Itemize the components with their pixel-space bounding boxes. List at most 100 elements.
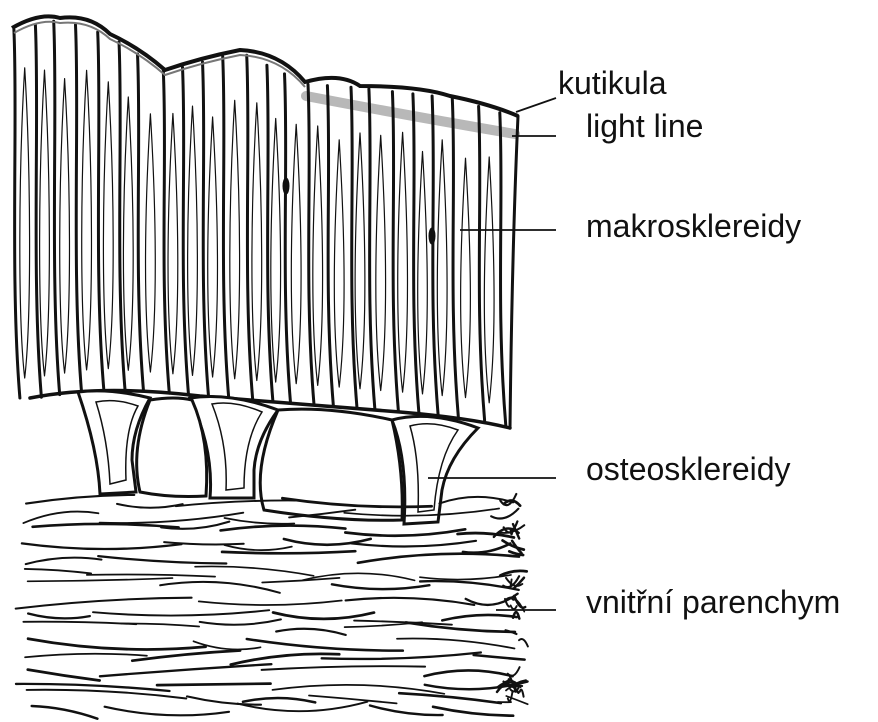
makrosklereidy-layer xyxy=(14,21,518,428)
parenchyma-cell-line xyxy=(276,629,346,635)
parenchyma-cell-line xyxy=(519,639,528,647)
parenchyma-cell-line xyxy=(200,619,281,624)
cell-lumen xyxy=(418,152,428,394)
cell-lumen xyxy=(437,140,447,396)
parenchyma-cell-line xyxy=(225,518,295,524)
cell-wall xyxy=(267,65,273,401)
cell-lumen xyxy=(208,117,218,377)
cell-lumen xyxy=(82,70,92,370)
parenchyma-cell-line xyxy=(23,622,136,625)
parenchyma-cell-line xyxy=(28,614,90,619)
cell-lumen xyxy=(230,100,240,379)
intercellular-space xyxy=(137,398,207,497)
parenchyma-cell-line xyxy=(463,544,510,553)
cell-wall xyxy=(500,113,506,426)
cell-lumen xyxy=(252,103,262,381)
parenchyma-cell-line xyxy=(433,707,513,716)
parenchyma-cell-line xyxy=(100,664,272,676)
parenchyma-cell-line xyxy=(273,613,374,619)
parenchyma-cell-line xyxy=(157,684,270,686)
parenchyma-cell-line xyxy=(121,623,199,626)
cell-lumen xyxy=(40,70,50,376)
parenchyma-cell-line xyxy=(424,670,512,676)
cell-wall xyxy=(138,54,144,391)
label-osteosklereidy: osteosklereidy xyxy=(586,453,791,485)
parenchyma-cell-line xyxy=(247,639,403,651)
cell-wall xyxy=(452,99,458,417)
parenchyma-cell-line xyxy=(25,569,91,574)
cell-lumen xyxy=(461,158,471,397)
cell-lumen xyxy=(271,119,281,383)
parenchyma-cell-line xyxy=(322,653,481,659)
parenchyma-cell-line xyxy=(160,582,280,593)
cell-wall xyxy=(327,86,333,407)
parenchyma-cell-line xyxy=(238,702,368,712)
cell-wall xyxy=(351,87,357,408)
parenchyma-cell-line xyxy=(28,639,206,650)
cell-lumen xyxy=(20,68,30,378)
parenchyma-cell-line xyxy=(221,526,346,531)
cell-lumen xyxy=(123,97,133,370)
parenchyma-cell-line xyxy=(28,578,173,581)
parenchyma-cell-line xyxy=(420,575,511,580)
label-vnitrni-parenchym: vnitřní parenchym xyxy=(586,586,840,618)
cell-nucleus xyxy=(283,178,289,194)
parenchyma-cell-line xyxy=(225,545,292,550)
parenchyma-cell-line xyxy=(32,706,98,719)
label-kutikula: kutikula xyxy=(558,67,667,99)
parenchyma-cell-line xyxy=(474,655,525,660)
parenchyma-cell-line xyxy=(243,698,315,702)
parenchyma-cell-line xyxy=(442,615,517,620)
leader-kutikula xyxy=(516,98,556,112)
parenchyma-cell-line xyxy=(132,651,240,661)
cell-lumen xyxy=(146,114,156,372)
parenchyma-cell-line xyxy=(370,706,443,716)
parenchyma-cell-line xyxy=(28,670,100,681)
parenchyma-cell-line xyxy=(93,610,269,615)
cell-lumen xyxy=(484,157,494,403)
parenchyma-cell-line xyxy=(466,594,518,605)
cell-wall xyxy=(479,106,485,420)
parenchyma-cell-line xyxy=(195,566,314,575)
parenchyma-cell-line xyxy=(406,622,515,632)
cell-lumen xyxy=(355,133,365,389)
cell-lumen xyxy=(398,132,408,392)
cell-lumen xyxy=(376,135,386,390)
parenchyma-cell-line xyxy=(273,685,445,694)
parenchyma-cell-line xyxy=(100,513,244,523)
label-makrosklereidy: makrosklereidy xyxy=(586,210,801,242)
parenchyma-cell-line xyxy=(87,574,215,576)
parenchyma-cell-line xyxy=(262,578,339,583)
parenchyma-cell-line xyxy=(399,693,501,703)
parenchyma-cell-line xyxy=(346,598,475,605)
cell-wall xyxy=(76,25,82,392)
parenchyma-cell-line xyxy=(26,495,134,504)
parenchyma-cell-line xyxy=(33,524,179,528)
cell-nucleus xyxy=(429,228,435,244)
palisade-right-edge xyxy=(510,116,518,428)
parenchyma-cell-line xyxy=(309,696,397,704)
parenchyma-cell-line xyxy=(262,666,426,670)
cell-lumen xyxy=(291,124,301,383)
parenchyma-cell-line xyxy=(332,584,430,589)
cell-lumen xyxy=(188,106,198,375)
cell-lumen xyxy=(60,79,70,374)
parenchyma-cell-line xyxy=(222,551,355,553)
parenchyma-cell-line xyxy=(511,606,517,610)
cell-lumen xyxy=(334,140,344,387)
parenchyma-cell-line xyxy=(105,707,229,716)
cell-wall xyxy=(35,25,41,397)
parenchyma-cell-line xyxy=(161,522,229,529)
cell-lumen xyxy=(168,114,178,374)
parenchyma-cell-line xyxy=(23,512,98,524)
parenchyma-cell-line xyxy=(199,601,342,605)
parenchyma-cell-line xyxy=(520,690,524,697)
cell-wall xyxy=(14,30,20,398)
parenchyma-cell-line xyxy=(397,638,515,648)
parenchyma-cell-line xyxy=(491,509,518,519)
cell-wall xyxy=(285,74,291,403)
parenchyma-cell-line xyxy=(98,556,226,563)
cell-lumen xyxy=(313,126,323,385)
parenchyma-cell-line xyxy=(508,667,520,676)
cell-lumen xyxy=(103,82,113,369)
